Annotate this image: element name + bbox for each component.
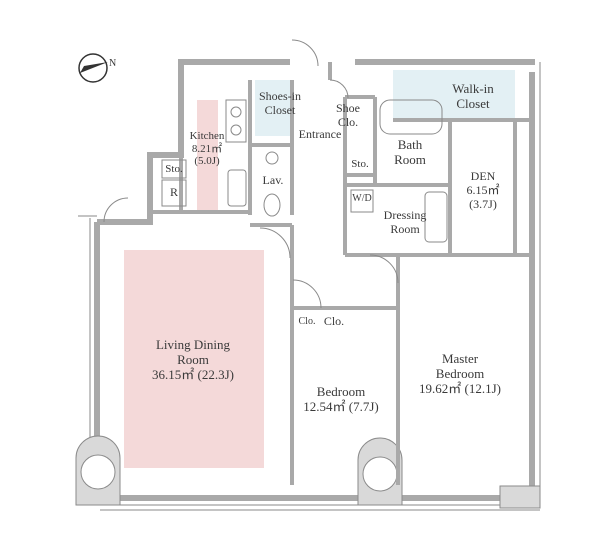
bedroom-label: Bedroom 12.54㎡ (7.7J) bbox=[288, 384, 394, 415]
fixtures bbox=[103, 39, 448, 309]
washer-dryer-label: W/D bbox=[352, 193, 372, 204]
kitchen-area: 8.21㎡ bbox=[191, 142, 223, 155]
living-room-area: 36.15㎡ (22.3J) bbox=[152, 366, 234, 382]
shoes-closet-label: Shoes-in Closet bbox=[252, 89, 308, 118]
kitchen-label: Kitchen 8.21㎡ (5.0J) bbox=[184, 130, 230, 168]
den-area: 6.15㎡ bbox=[466, 182, 500, 197]
shoe-clo-line2: Clo. bbox=[337, 114, 359, 129]
dressing-room-label: Dressing Room bbox=[376, 208, 434, 237]
walkin-closet-label: Walk-in Closet bbox=[440, 81, 506, 112]
small-closet-label: Clo. bbox=[298, 316, 316, 327]
kitchen-floor-tint bbox=[197, 100, 218, 212]
master-door bbox=[369, 254, 399, 284]
den-tatami: (3.7J) bbox=[469, 196, 497, 211]
exterior-outline bbox=[78, 62, 541, 511]
shoes-closet-line2: Closet bbox=[264, 102, 296, 117]
living-room-name: Living Dining bbox=[155, 337, 231, 352]
lavatory-label: Lav. bbox=[262, 173, 284, 187]
dressing-line2: Room bbox=[390, 221, 420, 236]
balcony-columns bbox=[75, 435, 541, 509]
compass-north-label: N bbox=[109, 58, 117, 69]
ldk-door bbox=[259, 227, 291, 259]
living-room-label: Living Dining Room 36.15㎡ (22.3J) bbox=[118, 337, 268, 383]
living-room-name-2: Room bbox=[177, 351, 209, 367]
exterior-walls bbox=[94, 59, 535, 501]
walkin-closet-tint bbox=[393, 70, 515, 120]
bathtub bbox=[379, 99, 443, 135]
den-label: DEN 6.15㎡ (3.7J) bbox=[455, 169, 511, 211]
master-line1: Master bbox=[441, 351, 479, 366]
bedroom-door bbox=[292, 279, 322, 309]
shoes-closet-tint bbox=[255, 80, 291, 136]
storage-left-label: Sto. bbox=[165, 163, 183, 175]
dressing-line1: Dressing bbox=[383, 208, 427, 222]
walkin-line2: Closet bbox=[456, 95, 490, 111]
bedroom-area: 12.54㎡ (7.7J) bbox=[303, 398, 379, 414]
vanity bbox=[424, 191, 448, 243]
cooktop bbox=[225, 99, 247, 143]
compass-icon bbox=[78, 53, 108, 83]
lav-basin bbox=[265, 151, 279, 165]
storage-mid-label: Sto. bbox=[351, 158, 369, 170]
living-door bbox=[103, 197, 129, 223]
bedroom-name: Bedroom bbox=[316, 384, 366, 399]
shoes-closet-line1: Shoes-in bbox=[259, 89, 301, 103]
bath-line1: Bath bbox=[397, 137, 423, 152]
bath-line2: Room bbox=[394, 151, 426, 167]
washer bbox=[350, 189, 374, 213]
sink bbox=[227, 169, 247, 207]
kitchen-tatami: (5.0J) bbox=[194, 155, 220, 168]
kitchen-name: Kitchen bbox=[189, 130, 225, 142]
fridge-label: R bbox=[169, 185, 178, 199]
master-area: 19.62㎡ (12.1J) bbox=[419, 380, 501, 396]
walkin-line1: Walk-in bbox=[452, 81, 494, 96]
living-floor-tint bbox=[124, 250, 264, 468]
master-line2: Bedroom bbox=[435, 365, 485, 381]
interior-walls bbox=[150, 62, 530, 485]
shoe-clo-label: Shoe Clo. bbox=[330, 101, 366, 130]
master-bedroom-label: Master Bedroom 19.62㎡ (12.1J) bbox=[400, 351, 520, 397]
toilet bbox=[263, 193, 281, 217]
storage-box bbox=[161, 159, 187, 179]
shoe-clo-line1: Shoe bbox=[336, 101, 360, 115]
bath-room-label: Bath Room bbox=[385, 137, 435, 168]
shoe-clo-door bbox=[329, 79, 349, 99]
entrance-door bbox=[291, 39, 319, 67]
fridge-box bbox=[161, 179, 187, 207]
closet-label: Clo. bbox=[323, 314, 345, 328]
den-name: DEN bbox=[470, 169, 496, 183]
entrance-label: Entrance bbox=[298, 127, 342, 141]
